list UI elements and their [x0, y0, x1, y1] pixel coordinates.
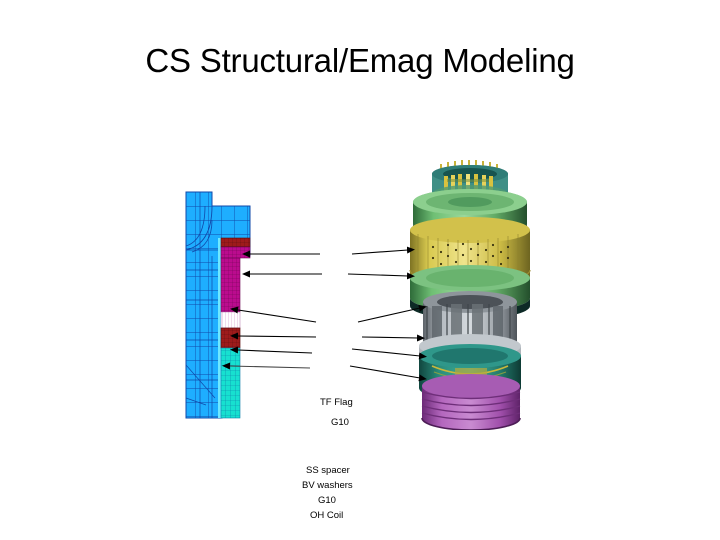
label-g10-lower: G10: [316, 495, 338, 506]
label-g10-upper: G10: [329, 417, 351, 428]
cad-assembly-render: [409, 160, 531, 430]
top-bolt-cluster: [444, 174, 493, 192]
leader-ss-spacer-right: [357, 304, 427, 323]
leader-g10-lower-left: [230, 346, 313, 354]
bv-washers-region: [220, 311, 241, 329]
g10-lower-region: [220, 327, 241, 349]
leader-oh-coil-right: [349, 365, 427, 382]
ss-spacer-cap-region: [220, 246, 251, 259]
cs-structural-emag-figure: TF Flag G10 SS spacer BV washers G10 OH …: [0, 150, 720, 521]
gold-shell-hole-pattern: [431, 242, 510, 266]
label-tf-flag: TF Flag: [318, 397, 355, 408]
leader-g10-lower-right: [351, 348, 427, 360]
leader-ss-spacer-left: [230, 306, 317, 323]
leader-bv-washers-left: [230, 332, 317, 340]
leader-g10-upper-right: [347, 272, 415, 280]
page-title: CS Structural/Emag Modeling: [145, 42, 575, 79]
oh-coil-region: [220, 347, 241, 419]
leader-oh-coil-left: [222, 362, 311, 370]
label-oh-coil: OH Coil: [308, 510, 346, 521]
leader-bv-washers-right: [361, 334, 425, 342]
label-bv-washers: BV washers: [300, 480, 355, 491]
label-ss-spacer: SS spacer: [304, 465, 352, 476]
mesh-boundary-layer: [218, 238, 223, 418]
leader-lines: [222, 246, 427, 382]
g10-upper-region: [220, 237, 251, 248]
ss-spacer-region: [220, 257, 241, 313]
coil-winding-lines: [421, 391, 521, 421]
fem-mesh-cross-section: [185, 191, 251, 419]
leader-tf-flag-right: [351, 246, 415, 255]
